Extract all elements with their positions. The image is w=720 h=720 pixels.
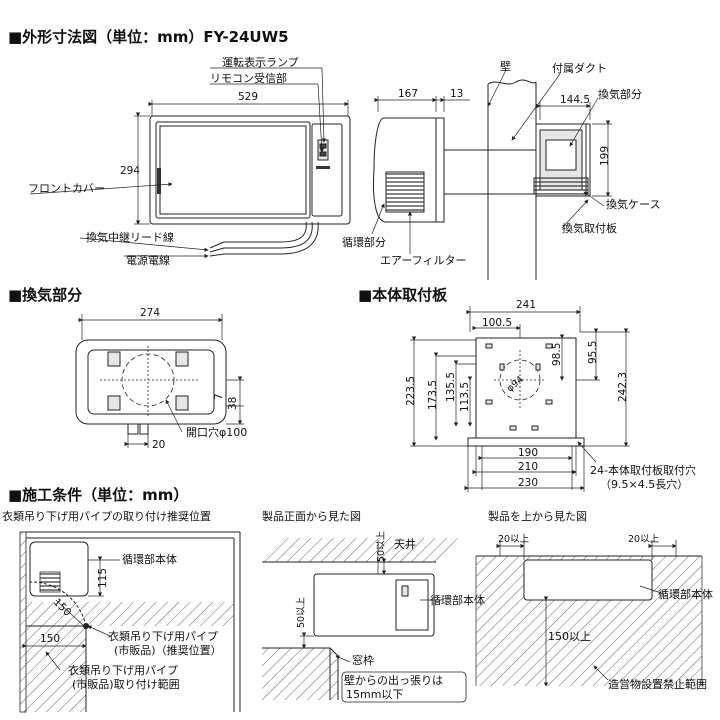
dim-150-horiz: 150 <box>40 633 60 645</box>
dim-20-right: 20以上 <box>628 534 660 545</box>
dim-242-3: 242.3 <box>617 372 629 402</box>
dim-274: 274 <box>140 307 160 319</box>
install-title: ■施工条件（単位：mm） <box>8 486 188 504</box>
outline-title: ■外形寸法図（単位：mm）FY-24UW5 <box>8 28 289 46</box>
dim-144-5: 144.5 <box>560 94 590 106</box>
outline-front-view: 529 294 運転表示ランプ リモコン受信部 フロントカバー 換気中継リード線 <box>28 55 351 267</box>
dim-20: 20 <box>152 439 165 451</box>
dim-135-5: 135.5 <box>445 372 457 402</box>
dim-529: 529 <box>238 91 258 103</box>
dim-173-5: 173.5 <box>427 380 439 410</box>
dim-210: 210 <box>518 461 538 473</box>
label-remote: リモコン受信部 <box>210 71 287 85</box>
front-note2: 15mm以下 <box>346 688 403 701</box>
label-front-cover: フロントカバー <box>28 182 105 195</box>
dim-113-5: 113.5 <box>459 382 471 412</box>
label-power-cord: 電源電線 <box>126 253 170 267</box>
dim-223-5: 223.5 <box>405 376 417 406</box>
top-unit-label: 循環部本体 <box>658 587 713 601</box>
install-front-view: 製品正面から見た図 天井 50以上 循環部本体 50以上 窓枠 壁からの出っ張り… <box>262 509 485 703</box>
label-lamp: 運転表示ランプ <box>222 55 299 69</box>
label-holes-size: （9.5×4.5長穴） <box>600 477 688 491</box>
label-holes: 24-本体取付板取付穴 <box>590 463 696 477</box>
dim-150-top: 150以上 <box>548 630 591 643</box>
label-exchange-part: 換気部分 <box>598 87 642 101</box>
mount-title: ■本体取付板 <box>358 286 448 304</box>
dim-100-5: 100.5 <box>482 317 512 329</box>
dim-230: 230 <box>518 477 538 489</box>
mounting-plate-view: 241 100.5 φ94 98.5 95.5 242.3 <box>405 299 696 492</box>
pipe-rec-label: 衣類吊り下げ用パイプ <box>108 629 218 643</box>
label-opening: 開口穴φ100 <box>186 425 247 439</box>
front-unit-label: 循環部本体 <box>430 593 485 607</box>
outline-side-view: 167 13 144.5 199 壁 付属ダクト <box>342 59 660 282</box>
dim-199: 199 <box>599 146 611 166</box>
prohibit-label: 造営物設置禁止範囲 <box>608 677 707 691</box>
label-relay-lead: 換気中継リード線 <box>86 230 174 244</box>
install-pipe-view: 衣類吊り下げ用パイプの取り付け推奨位置 循環部本体 115 150 150 衣類… <box>2 509 241 713</box>
label-exchange-mount: 換気取付板 <box>562 221 617 235</box>
dim-167: 167 <box>398 88 418 100</box>
ceiling-label: 天井 <box>394 537 416 551</box>
window-label: 窓枠 <box>352 653 374 667</box>
front-view-title: 製品正面から見た図 <box>262 509 361 523</box>
label-air-filter: エアーフィルター <box>380 254 466 267</box>
label-circulation: 循環部分 <box>342 235 386 249</box>
exchange-part-view: 274 38 7 20 開口穴φ100 <box>75 307 247 451</box>
dim-98-5: 98.5 <box>551 343 563 366</box>
pipe-range-label: 衣類吊り下げ用パイプ <box>68 663 178 677</box>
pipe-range-label2: (市販品)取り付け範囲 <box>72 677 180 691</box>
dim-50-top: 50以上 <box>376 530 387 562</box>
label-duct: 付属ダクト <box>552 61 607 75</box>
dim-115: 115 <box>97 568 109 588</box>
dim-241: 241 <box>516 299 536 311</box>
dim-20-left: 20以上 <box>498 534 530 545</box>
top-view-title: 製品を上から見た図 <box>488 509 587 523</box>
pipe-rec-label2: (市販品)（推奨位置） <box>114 643 222 657</box>
dim-13: 13 <box>450 88 463 100</box>
install-top-view: 製品を上から見た図 20以上 20以上 循環部本体 150以上 造営物設置禁止範… <box>475 509 713 691</box>
dim-38: 38 <box>227 397 239 410</box>
pipe-view-title: 衣類吊り下げ用パイプの取り付け推奨位置 <box>2 509 211 523</box>
dim-7: 7 <box>213 393 225 400</box>
front-note1: 壁からの出っ張りは <box>344 673 443 687</box>
label-wall: 壁 <box>500 59 511 73</box>
exchange-title: ■換気部分 <box>8 286 82 304</box>
label-exchange-case: 換気ケース <box>606 197 660 211</box>
dim-95-5: 95.5 <box>587 341 599 364</box>
pipe-unit-label: 循環部本体 <box>122 552 177 566</box>
dim-190: 190 <box>518 447 538 459</box>
dim-50-left: 50以上 <box>296 596 307 628</box>
dim-294: 294 <box>120 165 140 177</box>
